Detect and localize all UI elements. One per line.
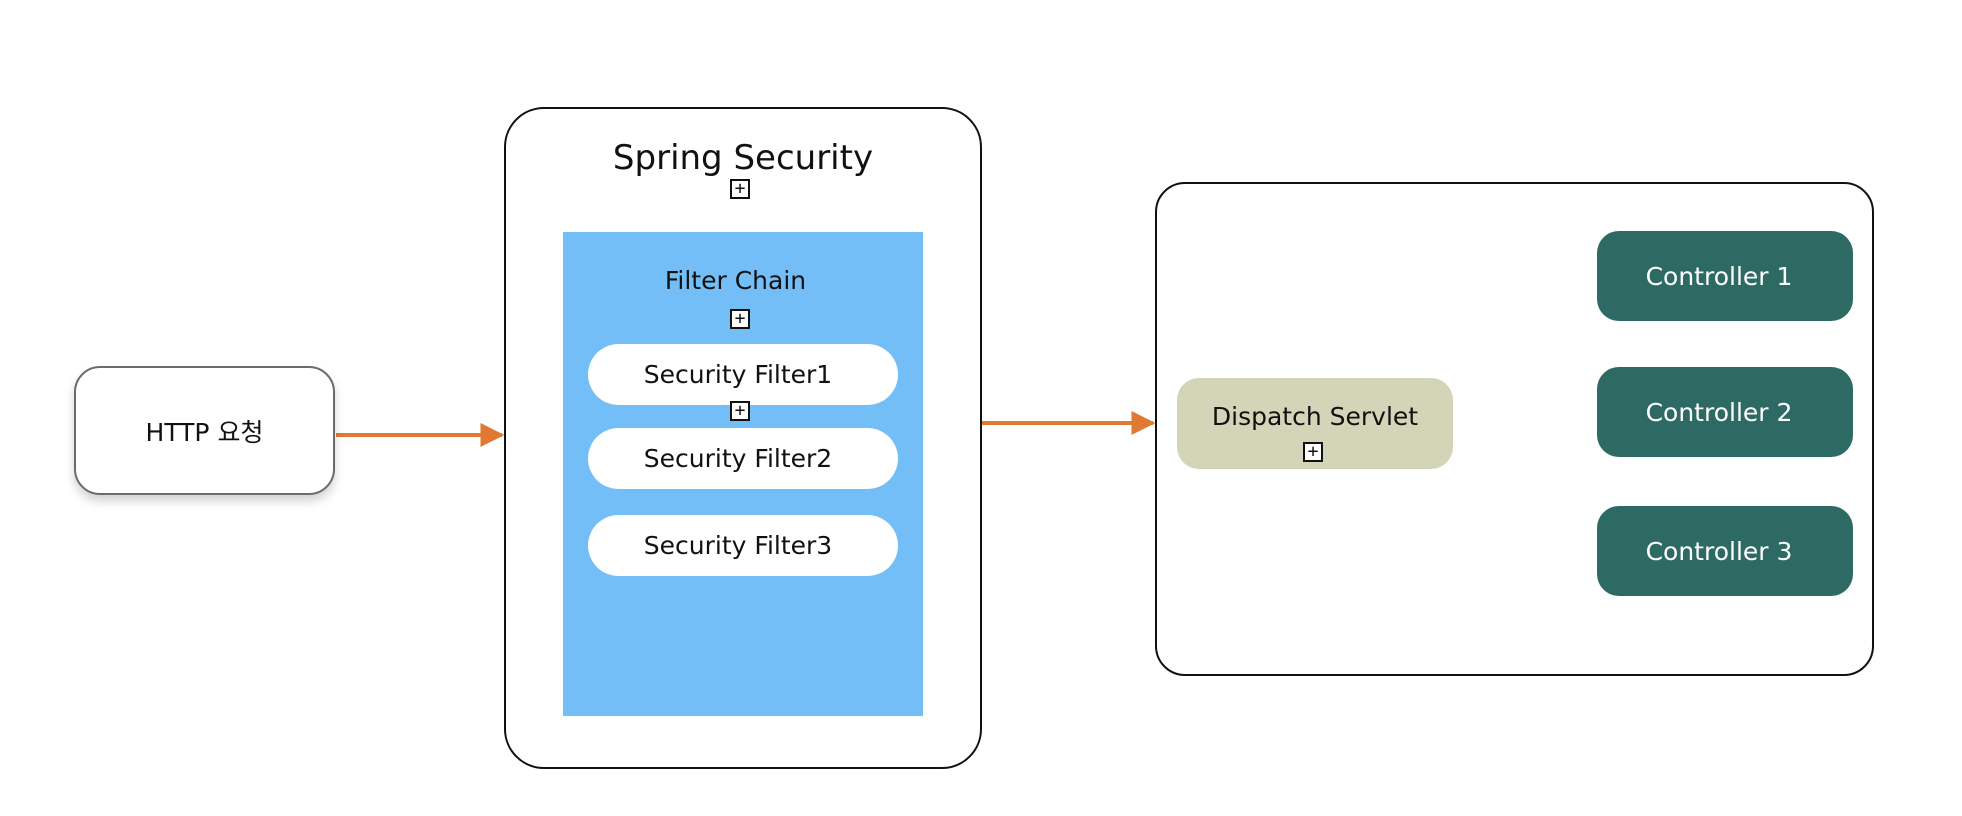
security-filter-label: Security Filter1 [643,360,833,389]
expand-plus-icon[interactable]: + [730,309,750,329]
dispatch-servlet-label: Dispatch Servlet [1211,402,1419,431]
http-request-node[interactable]: HTTP 요청 [74,366,335,495]
controller-2-node[interactable]: Controller 2 [1597,367,1853,457]
spring-security-title: Spring Security [612,138,874,178]
security-filter-label: Security Filter2 [643,444,833,473]
controller-label: Controller 3 [1645,536,1793,566]
dispatch-servlet-node[interactable]: Dispatch Servlet [1177,378,1453,469]
controller-label: Controller 1 [1645,261,1793,291]
security-filter-label: Security Filter3 [643,531,833,560]
security-filter-1[interactable]: Security Filter1 [588,344,898,405]
controller-1-node[interactable]: Controller 1 [1597,231,1853,321]
expand-plus-icon[interactable]: + [730,179,750,199]
expand-plus-icon[interactable]: + [1303,442,1323,462]
http-request-label: HTTP 요청 [145,417,264,447]
controller-3-node[interactable]: Controller 3 [1597,506,1853,596]
expand-plus-icon[interactable]: + [730,401,750,421]
filter-chain-title: Filter Chain [664,266,807,295]
security-filter-2[interactable]: Security Filter2 [588,428,898,489]
controller-label: Controller 2 [1645,397,1793,427]
security-filter-3[interactable]: Security Filter3 [588,515,898,576]
